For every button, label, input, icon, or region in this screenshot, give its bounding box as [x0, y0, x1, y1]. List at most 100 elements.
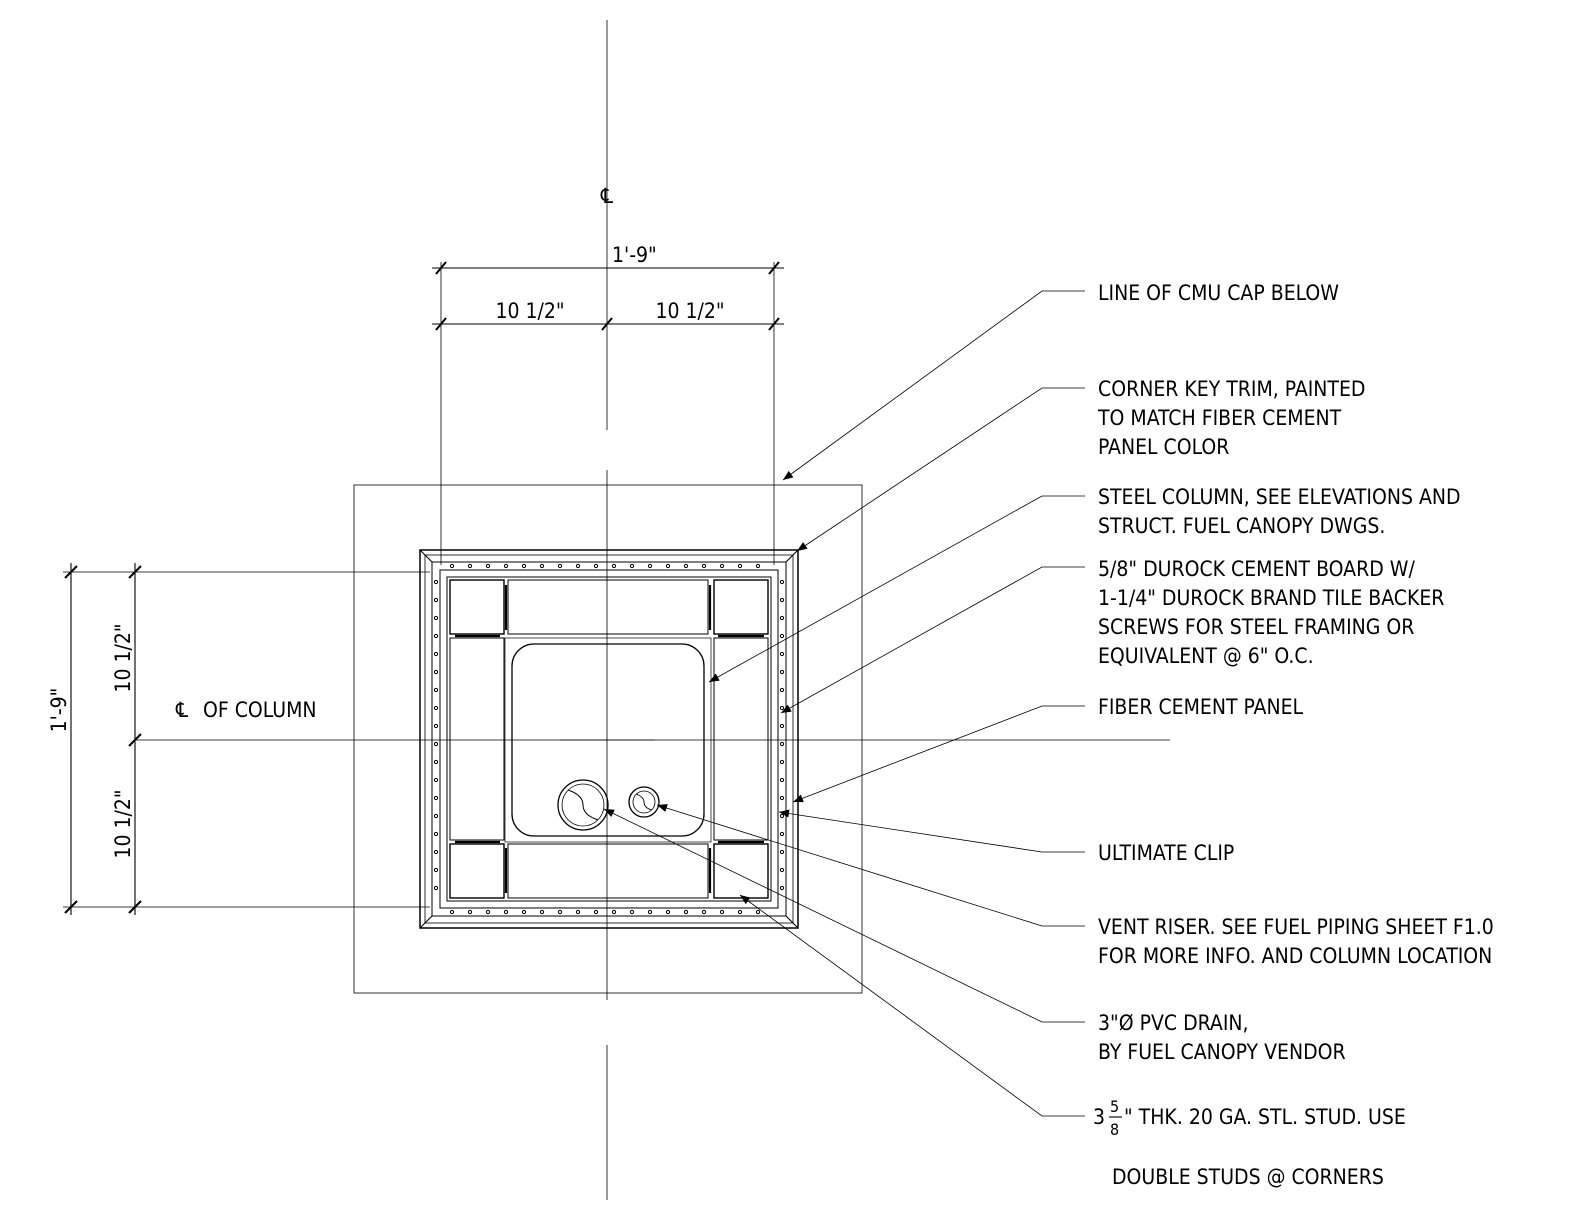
screw-mark — [433, 867, 439, 873]
screw-mark — [779, 705, 785, 711]
screw-mark — [433, 669, 439, 675]
screw-mark — [683, 909, 689, 915]
screw-mark — [611, 909, 617, 915]
callout-corner-trim-2: TO MATCH FIBER CEMENT — [1097, 406, 1342, 430]
screw-mark — [779, 885, 785, 891]
screw-mark — [539, 909, 545, 915]
callout-durock-1: 5/8" DUROCK CEMENT BOARD W/ — [1098, 557, 1415, 581]
screw-mark — [521, 909, 527, 915]
callout-corner-trim-1: CORNER KEY TRIM, PAINTED — [1098, 377, 1365, 401]
screw-mark — [557, 909, 563, 915]
screw-mark — [539, 563, 545, 569]
screw-mark — [575, 563, 581, 569]
callout-stud-prefix: 3 — [1093, 1105, 1105, 1129]
screw-mark — [701, 563, 707, 569]
top-dimensions — [432, 261, 784, 565]
screw-mark — [433, 759, 439, 765]
dim-half-right: 10 1/2" — [655, 299, 724, 323]
callout-stud-frac-num: 5 — [1110, 1097, 1119, 1116]
centerline-symbol-top: ℄ — [600, 184, 614, 208]
callout-fiber-cement: FIBER CEMENT PANEL — [1098, 695, 1304, 719]
callout-durock-2: 1-1/4" DUROCK BRAND TILE BACKER — [1098, 586, 1444, 610]
callout-corner-trim-3: PANEL COLOR — [1098, 435, 1229, 459]
screw-mark — [779, 813, 785, 819]
callout-pvc-drain-1: 3"Ø PVC DRAIN, — [1098, 1011, 1249, 1035]
screw-mark — [433, 651, 439, 657]
screw-mark — [433, 885, 439, 891]
screw-mark — [779, 615, 785, 621]
callout-durock-4: EQUIVALENT @ 6" O.C. — [1098, 644, 1314, 668]
screw-mark — [485, 563, 491, 569]
callout-pvc-drain-2: BY FUEL CANOPY VENDOR — [1098, 1040, 1346, 1064]
screw-mark — [665, 563, 671, 569]
dim-half-lower: 10 1/2" — [111, 789, 135, 858]
centerline-symbol-left: ℄ — [175, 698, 189, 722]
screw-mark — [449, 909, 455, 915]
screw-mark — [647, 563, 653, 569]
screw-mark — [779, 579, 785, 585]
screw-mark — [779, 777, 785, 783]
screw-mark — [575, 909, 581, 915]
screw-mark — [467, 563, 473, 569]
screw-mark — [433, 705, 439, 711]
callout-ultimate-clip: ULTIMATE CLIP — [1098, 841, 1234, 865]
centerlines — [135, 20, 1170, 1200]
callout-vent-riser-1: VENT RISER. SEE FUEL PIPING SHEET F1.0 — [1098, 915, 1494, 939]
screw-mark — [779, 849, 785, 855]
screw-mark — [433, 741, 439, 747]
dim-overall-top: 1'-9" — [612, 243, 657, 267]
screw-mark — [433, 849, 439, 855]
screw-mark — [433, 831, 439, 837]
screw-mark — [503, 563, 509, 569]
left-dimensions — [63, 563, 430, 915]
dim-half-left: 10 1/2" — [495, 299, 564, 323]
screw-mark — [779, 669, 785, 675]
screw-mark — [433, 813, 439, 819]
screw-mark — [629, 563, 635, 569]
cmu-cap-outline — [353, 484, 863, 994]
callout-steel-column-2: STRUCT. FUEL CANOPY DWGS. — [1098, 514, 1385, 538]
screw-mark — [521, 563, 527, 569]
screw-mark — [779, 687, 785, 693]
screw-mark — [433, 633, 439, 639]
dim-overall-left: 1'-9" — [47, 688, 71, 733]
screw-mark — [611, 563, 617, 569]
screw-mark — [779, 795, 785, 801]
screw-mark — [737, 563, 743, 569]
screw-mark — [433, 615, 439, 621]
callouts: LINE OF CMU CAP BELOW CORNER KEY TRIM, P… — [1093, 281, 1494, 1189]
screw-mark — [593, 563, 599, 569]
screw-mark — [449, 563, 455, 569]
screw-mark — [779, 597, 785, 603]
screw-mark — [755, 563, 761, 569]
screw-mark — [433, 597, 439, 603]
column-assembly — [419, 549, 799, 929]
callout-stud-2: DOUBLE STUDS @ CORNERS — [1112, 1165, 1384, 1189]
screw-mark — [701, 909, 707, 915]
screw-mark — [665, 909, 671, 915]
screw-mark — [557, 563, 563, 569]
screw-mark — [719, 563, 725, 569]
screw-mark — [433, 795, 439, 801]
callout-stud-frac-den: 8 — [1110, 1120, 1119, 1139]
screw-mark — [433, 723, 439, 729]
screw-mark — [779, 651, 785, 657]
screw-mark — [647, 909, 653, 915]
callout-steel-column-1: STEEL COLUMN, SEE ELEVATIONS AND — [1098, 485, 1461, 509]
callout-vent-riser-2: FOR MORE INFO. AND COLUMN LOCATION — [1098, 944, 1492, 968]
screw-mark — [719, 909, 725, 915]
screw-mark — [467, 909, 473, 915]
callout-durock-3: SCREWS FOR STEEL FRAMING OR — [1098, 615, 1414, 639]
screw-mark — [737, 909, 743, 915]
screw-mark — [485, 909, 491, 915]
screw-mark — [433, 579, 439, 585]
screw-mark — [755, 909, 761, 915]
callout-cmu-cap: LINE OF CMU CAP BELOW — [1098, 281, 1339, 305]
screw-mark — [779, 723, 785, 729]
screw-mark — [779, 867, 785, 873]
screw-mark — [593, 909, 599, 915]
column-centerline-label: OF COLUMN — [203, 698, 317, 722]
screw-mark — [779, 831, 785, 837]
screw-mark — [629, 909, 635, 915]
